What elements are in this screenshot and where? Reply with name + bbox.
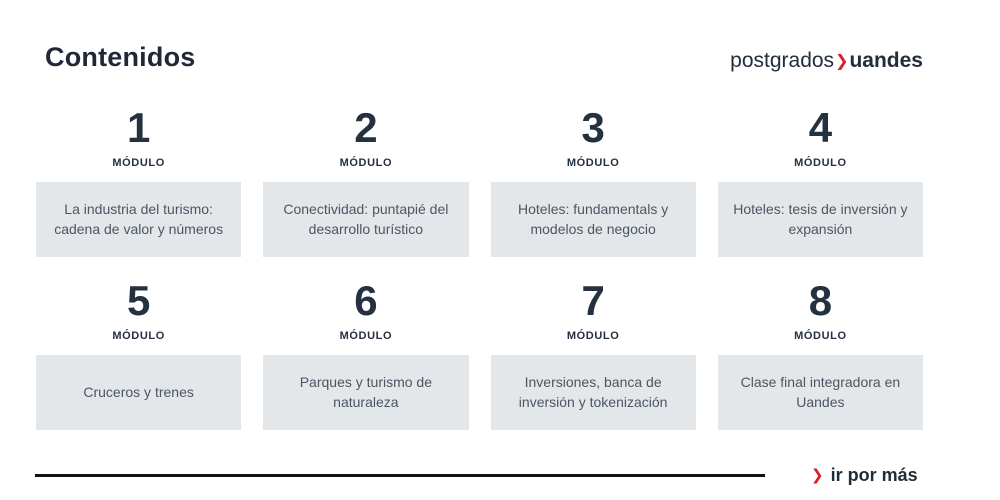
module-cell: 2 MÓDULO Conectividad: puntapié del desa… bbox=[263, 104, 469, 257]
module-description: Conectividad: puntapié del desarrollo tu… bbox=[283, 200, 449, 237]
module-cell: 4 MÓDULO Hoteles: tesis de inversión y e… bbox=[717, 104, 923, 257]
module-description-box: Inversiones, banca de inversión y tokeni… bbox=[490, 355, 696, 430]
module-label: MÓDULO bbox=[339, 330, 393, 342]
module-number: 8 bbox=[808, 277, 833, 324]
module-label: MÓDULO bbox=[794, 157, 847, 169]
module-number: 3 bbox=[581, 104, 605, 151]
module-label: MÓDULO bbox=[794, 330, 847, 342]
module-cell: 1 MÓDULO La industria del turismo: caden… bbox=[36, 104, 242, 257]
module-description-box: La industria del turismo: cadena de valo… bbox=[36, 182, 242, 257]
module-description-box: Hoteles: fundamentals y modelos de negoc… bbox=[490, 182, 696, 257]
module-label: MÓDULO bbox=[566, 330, 620, 342]
footer: ❯ ir por más bbox=[35, 465, 1000, 486]
chevron-right-icon: ❯ bbox=[811, 467, 824, 484]
modules-grid: 1 MÓDULO La industria del turismo: caden… bbox=[36, 107, 923, 430]
module-number: 7 bbox=[581, 277, 605, 324]
module-description-box: Conectividad: puntapié del desarrollo tu… bbox=[263, 182, 469, 257]
module-cell: 5 MÓDULO Cruceros y trenes bbox=[36, 277, 242, 430]
module-cell: 3 MÓDULO Hoteles: fundamentals y modelos… bbox=[490, 104, 696, 257]
module-description: La industria del turismo: cadena de valo… bbox=[54, 200, 224, 237]
chevron-right-icon: ❯ bbox=[835, 53, 849, 70]
module-description: Parques y turismo de naturaleza bbox=[299, 373, 433, 410]
module-number: 2 bbox=[354, 104, 378, 151]
ir-por-mas-link[interactable]: ❯ ir por más bbox=[811, 465, 918, 486]
module-label: MÓDULO bbox=[339, 157, 393, 169]
module-cell: 8 MÓDULO Clase final integradora en Uand… bbox=[717, 277, 923, 430]
module-number: 4 bbox=[808, 104, 833, 151]
header: Contenidos postgrados ❯ uandes bbox=[0, 0, 1000, 73]
module-description-box: Hoteles: tesis de inversión y expansión bbox=[717, 182, 923, 257]
module-number: 5 bbox=[126, 277, 151, 324]
logo-text-uandes: uandes bbox=[849, 49, 923, 72]
module-description-box: Clase final integradora en Uandes bbox=[717, 355, 923, 430]
module-description-box: Cruceros y trenes bbox=[36, 355, 242, 430]
module-number: 1 bbox=[126, 104, 151, 151]
module-label: MÓDULO bbox=[112, 330, 165, 342]
module-description: Cruceros y trenes bbox=[83, 383, 194, 400]
module-label: MÓDULO bbox=[112, 157, 165, 169]
module-description: Clase final integradora en Uandes bbox=[740, 373, 901, 410]
divider-line bbox=[35, 474, 765, 477]
module-label: MÓDULO bbox=[566, 157, 620, 169]
postgrados-uandes-logo: postgrados ❯ uandes bbox=[730, 49, 923, 73]
module-description: Hoteles: tesis de inversión y expansión bbox=[733, 200, 908, 237]
page-title: Contenidos bbox=[45, 42, 196, 72]
module-number: 6 bbox=[354, 277, 378, 324]
cta-label: ir por más bbox=[830, 465, 918, 485]
module-description: Hoteles: fundamentals y modelos de negoc… bbox=[518, 200, 669, 237]
logo-text-postgrados: postgrados bbox=[730, 49, 835, 72]
module-cell: 7 MÓDULO Inversiones, banca de inversión… bbox=[490, 277, 696, 430]
module-description-box: Parques y turismo de naturaleza bbox=[263, 355, 469, 430]
module-description: Inversiones, banca de inversión y tokeni… bbox=[518, 373, 668, 410]
module-cell: 6 MÓDULO Parques y turismo de naturaleza bbox=[263, 277, 469, 430]
